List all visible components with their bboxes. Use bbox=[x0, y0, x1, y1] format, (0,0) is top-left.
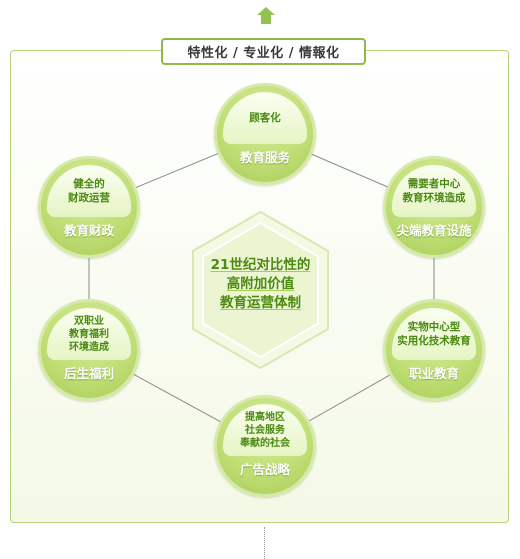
center-title-line3: 教育运营体制 bbox=[220, 295, 301, 311]
center-hexagon bbox=[192, 211, 329, 369]
home-icon[interactable] bbox=[257, 7, 275, 24]
node-vocational-education-detail: 实物中心型 实用化技术教育 bbox=[392, 308, 476, 360]
tagline: 特性化 / 专业化 / 情報化 bbox=[161, 38, 366, 65]
node-education-finance[interactable]: 健全的 财政运营 教育财政 bbox=[38, 156, 140, 258]
node-education-service-detail: 顾客化 bbox=[223, 92, 307, 144]
center-title: 21世纪对比性的 高附加价值 教育运营体制 bbox=[192, 256, 329, 313]
node-welfare-detail: 双职业 教育福利 环境造成 bbox=[47, 308, 131, 360]
node-vocational-education-label: 职业教育 bbox=[408, 366, 459, 381]
node-promotion-strategy[interactable]: 提高地区 社会服务 奉献的社会 广告战略 bbox=[214, 395, 316, 497]
node-advanced-facilities-detail: 需要者中心 教育环境造成 bbox=[392, 165, 476, 217]
node-education-service-label: 教育服务 bbox=[239, 150, 290, 165]
node-promotion-strategy-label: 广告战略 bbox=[239, 462, 290, 477]
node-education-service[interactable]: 顾客化 教育服务 bbox=[214, 83, 316, 185]
node-education-finance-label: 教育财政 bbox=[63, 223, 114, 238]
node-promotion-strategy-detail: 提高地区 社会服务 奉献的社会 bbox=[223, 404, 307, 456]
node-vocational-education[interactable]: 实物中心型 实用化技术教育 职业教育 bbox=[383, 299, 485, 401]
node-welfare-label: 后生福利 bbox=[63, 366, 114, 381]
node-advanced-facilities-label: 尖端教育设施 bbox=[396, 223, 472, 238]
dotted-divider bbox=[264, 527, 265, 559]
node-welfare[interactable]: 双职业 教育福利 环境造成 后生福利 bbox=[38, 299, 140, 401]
center-title-line2: 高附加价值 bbox=[226, 276, 295, 292]
node-education-finance-detail: 健全的 财政运营 bbox=[47, 165, 131, 217]
node-advanced-facilities[interactable]: 需要者中心 教育环境造成 尖端教育设施 bbox=[383, 156, 485, 258]
center-title-line1: 21世纪对比性的 bbox=[210, 257, 311, 273]
